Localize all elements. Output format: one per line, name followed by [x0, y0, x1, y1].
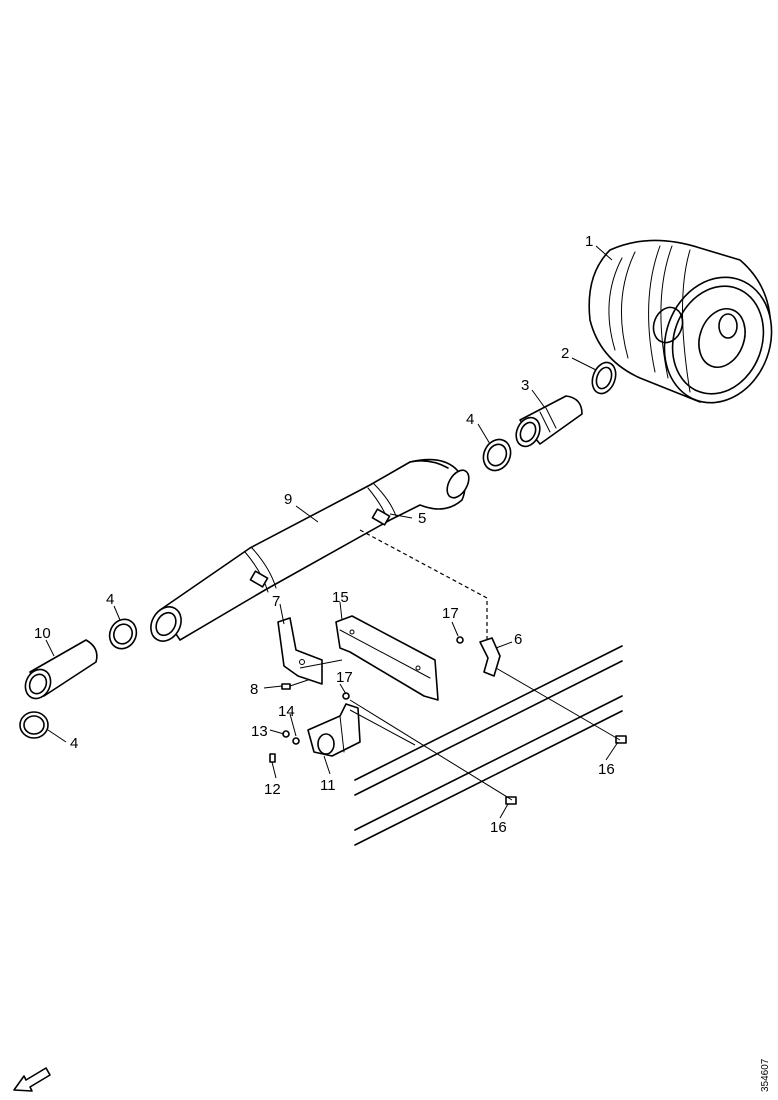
part-4-clamp-middle: [108, 618, 138, 650]
chassis-frame-rails: [354, 645, 623, 846]
part-6-bracket: [479, 637, 501, 677]
callout-2: 2: [561, 345, 569, 362]
callout-13: 13: [251, 723, 268, 740]
callout-17: 17: [336, 669, 353, 686]
callout-16: 16: [490, 819, 507, 836]
part-7-bracket: [277, 617, 323, 685]
callout-8: 8: [250, 681, 258, 698]
part-15-support-bracket: [335, 615, 439, 701]
front-direction-arrow-icon: [13, 1067, 51, 1092]
callout-15: 15: [332, 589, 349, 606]
fasteners: [269, 636, 627, 805]
callout-14: 14: [278, 703, 295, 720]
callout-16: 16: [598, 761, 615, 778]
callout-labels: 1 2 3 4 5 9 4 10 4 7 15 17 6 8 17 13 14 …: [34, 233, 615, 836]
part-11-mount: [307, 703, 361, 757]
assembly-lines: [299, 529, 621, 801]
callout-5: 5: [418, 510, 426, 527]
callout-7: 7: [272, 593, 280, 610]
part-2-clamp: [591, 361, 617, 395]
part-9-exhaust-pipe: [150, 458, 470, 642]
callout-17: 17: [442, 605, 459, 622]
callout-4: 4: [70, 735, 78, 752]
callout-1: 1: [585, 233, 593, 250]
callout-4: 4: [106, 591, 114, 608]
callout-3: 3: [521, 377, 529, 394]
callout-10: 10: [34, 625, 51, 642]
callout-9: 9: [284, 491, 292, 508]
part-4-clamp-upper: [482, 438, 512, 472]
part-1-silencer: [588, 239, 773, 404]
part-10-tailpipe: [24, 639, 98, 700]
callout-11: 11: [320, 777, 336, 794]
part-3-pipe: [515, 395, 583, 448]
part-4-clamp-lower: [19, 711, 49, 739]
callout-leaders: [45, 245, 619, 819]
callout-6: 6: [514, 631, 522, 648]
callout-4: 4: [466, 411, 474, 428]
callout-12: 12: [264, 781, 281, 798]
reference-code: 354607: [760, 1058, 771, 1092]
